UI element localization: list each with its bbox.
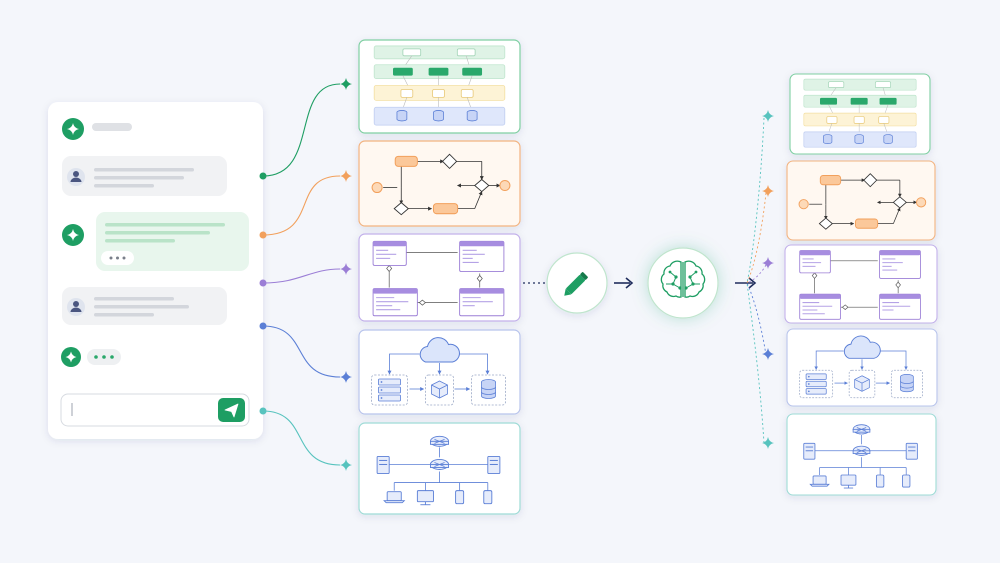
ai-node[interactable] <box>647 247 719 319</box>
connectors-right <box>746 117 767 444</box>
chat-header <box>62 118 132 140</box>
arrow-right-icon <box>735 277 757 289</box>
chat-panel <box>48 102 263 439</box>
diagram-card-network[interactable] <box>358 422 521 515</box>
output-card-uml[interactable] <box>784 244 938 324</box>
diagram-card-uml[interactable] <box>358 233 521 322</box>
sparkle-icon <box>762 110 774 449</box>
pencil-icon <box>564 272 588 296</box>
diagram-card-flowchart[interactable] <box>358 140 521 227</box>
typing-dots-icon <box>101 251 134 265</box>
output-card-flowchart[interactable] <box>786 160 936 241</box>
connector-dots <box>259 172 267 415</box>
user-message <box>62 287 227 325</box>
connectors-left <box>262 83 341 466</box>
chat-message-input[interactable] <box>63 396 243 424</box>
sparkle-icon <box>67 123 79 135</box>
assistant-message <box>62 212 249 271</box>
typing-dots-icon <box>87 349 121 365</box>
sparkle-icon <box>67 229 79 241</box>
output-card-cloud[interactable] <box>786 328 938 407</box>
chat-title-placeholder <box>92 123 132 131</box>
diagram-card-architecture[interactable] <box>358 39 521 134</box>
user-message <box>62 156 227 196</box>
arrow-right-icon <box>614 277 634 289</box>
output-card-network[interactable] <box>786 413 937 496</box>
diagram-card-cloud[interactable] <box>358 329 521 415</box>
sparkle-icon <box>340 78 352 471</box>
output-card-architecture[interactable] <box>789 73 931 155</box>
assistant-typing <box>61 347 121 367</box>
sparkle-icon <box>65 351 77 363</box>
brain-network-icon <box>660 260 706 298</box>
edit-node[interactable] <box>546 252 608 314</box>
